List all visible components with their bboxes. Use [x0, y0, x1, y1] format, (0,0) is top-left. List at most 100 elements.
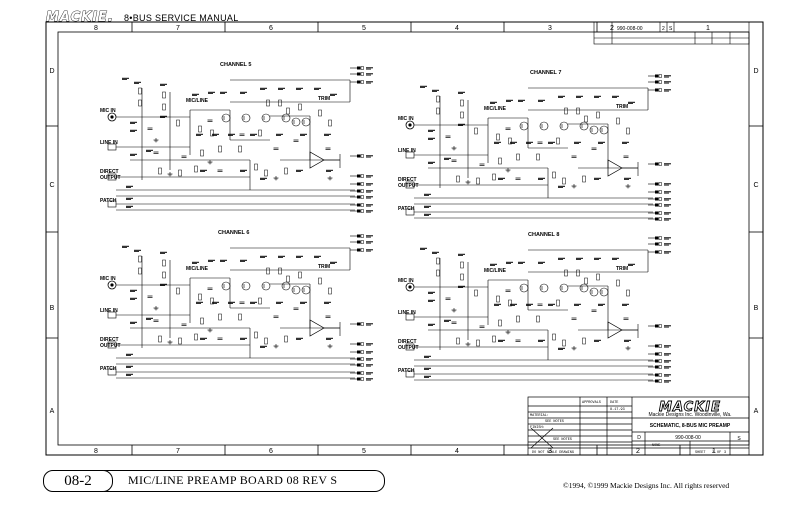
resistor — [626, 289, 630, 297]
resistor — [474, 127, 478, 135]
resistor — [596, 111, 600, 119]
part-label — [598, 141, 605, 143]
op-amp — [309, 151, 325, 169]
line-in-label: LINE IN — [100, 140, 118, 146]
part-label — [664, 252, 669, 254]
part-label — [330, 261, 337, 263]
resistor — [562, 177, 566, 185]
part-label — [598, 305, 603, 306]
transistor — [241, 113, 251, 123]
part-label — [664, 184, 669, 186]
channel-title: CHANNEL 7 — [530, 70, 561, 76]
part-label — [664, 380, 671, 382]
connector-pin — [357, 189, 361, 193]
resistor — [564, 107, 568, 115]
resistor — [162, 271, 166, 279]
part-label — [126, 199, 131, 200]
connector-pin — [357, 363, 361, 367]
connector-pin — [658, 352, 662, 356]
drawing-border-outer — [45, 21, 764, 456]
part-label — [130, 321, 137, 323]
direct-output-label: DIRECT — [398, 339, 417, 345]
part-label — [506, 263, 511, 264]
title-block-sheet: 2 — [712, 451, 714, 455]
resistor — [492, 335, 496, 343]
connector-pin — [357, 72, 361, 76]
resistor — [436, 107, 440, 115]
connector-pin — [655, 88, 659, 92]
part-label — [314, 87, 321, 89]
resistor — [238, 313, 242, 321]
resistor — [556, 137, 560, 145]
part-label — [612, 97, 617, 98]
part-label — [366, 156, 371, 158]
part-label — [160, 85, 165, 86]
transistor — [281, 113, 291, 123]
part-label — [664, 183, 671, 185]
part-label — [366, 359, 371, 361]
part-label — [208, 261, 213, 262]
part-label — [240, 261, 245, 262]
direct-output-label: OUTPUT — [398, 345, 419, 351]
part-label — [250, 303, 255, 304]
part-label — [326, 339, 331, 340]
part-label — [134, 251, 139, 252]
connector-pin — [655, 197, 659, 201]
resistor — [198, 293, 202, 301]
part-label — [366, 378, 373, 380]
resistor — [536, 153, 540, 161]
part-label — [424, 377, 429, 378]
part-label — [160, 251, 167, 253]
part-label — [664, 212, 671, 214]
part-label — [494, 143, 499, 144]
part-label — [424, 213, 431, 215]
part-label — [458, 285, 465, 287]
resistor — [158, 335, 162, 343]
part-label — [664, 381, 669, 383]
part-label — [366, 175, 373, 177]
part-label — [192, 95, 197, 96]
revision-drawing-number: 990-008-00 — [617, 26, 643, 32]
resistor — [266, 99, 270, 107]
part-label — [240, 259, 247, 261]
part-label — [296, 339, 301, 340]
part-label — [490, 103, 495, 104]
connector-pin — [360, 195, 364, 199]
part-label — [664, 326, 669, 328]
part-label — [212, 133, 219, 135]
part-label — [622, 303, 629, 305]
part-label — [498, 341, 503, 342]
part-label — [664, 243, 671, 245]
resistor — [436, 95, 440, 103]
connector-pin — [655, 324, 659, 328]
connector-pin — [360, 234, 364, 238]
zone-row-d-left: D — [49, 68, 54, 75]
resistor — [552, 171, 556, 179]
transistor — [291, 117, 301, 127]
part-label — [326, 169, 333, 171]
resistor — [138, 255, 142, 263]
connector-pin — [658, 88, 662, 92]
part-label — [490, 265, 495, 266]
connector-pin — [655, 365, 659, 369]
part-label — [326, 171, 331, 172]
transistor — [261, 113, 271, 123]
part-label — [296, 257, 301, 258]
title-block-logo: MACKIE — [659, 400, 721, 415]
mic-in-label: MIC IN — [100, 276, 116, 282]
part-label — [664, 251, 671, 253]
copyright-notice: ©1994, ©1999 Mackie Designs Inc. All rig… — [563, 481, 730, 490]
part-label — [276, 133, 283, 135]
trim-label: TRIM — [616, 266, 628, 272]
connector-pin — [357, 195, 361, 199]
connector-pin — [360, 72, 364, 76]
part-label — [664, 237, 671, 239]
part-label — [664, 346, 669, 348]
part-label — [192, 93, 199, 95]
connector-pin — [655, 211, 659, 215]
part-label — [366, 324, 371, 326]
transistor — [579, 121, 589, 131]
part-label — [548, 303, 555, 305]
resistor — [318, 277, 322, 285]
